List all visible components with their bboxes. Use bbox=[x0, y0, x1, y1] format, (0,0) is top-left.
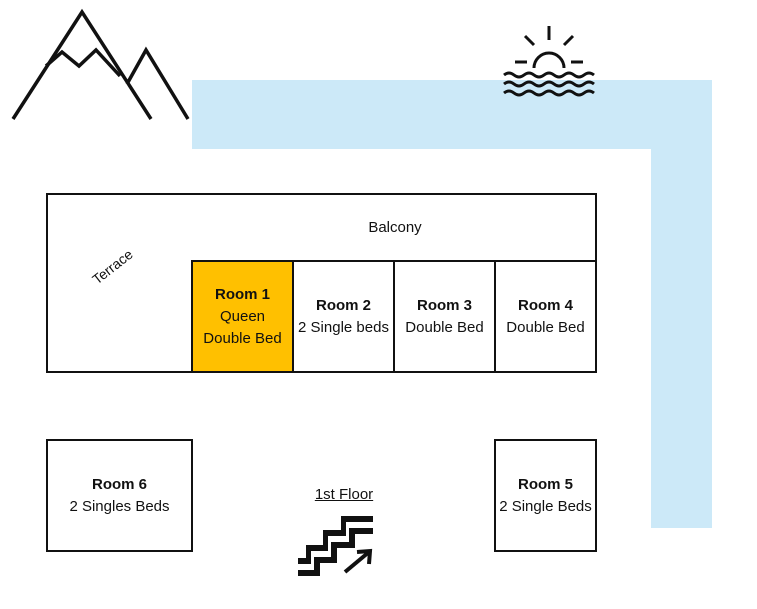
room-3-bed: Double Bed bbox=[405, 318, 484, 336]
room-2-name: Room 2 bbox=[315, 296, 371, 314]
floor-label: 1st Floor bbox=[314, 486, 374, 503]
room-2-bed: 2 Single beds bbox=[298, 318, 389, 336]
mountain-icon bbox=[10, 8, 192, 122]
room-1[interactable]: Room 1 Queen Double Bed bbox=[191, 260, 294, 373]
sun-over-water-icon bbox=[501, 24, 597, 100]
sea-area-top bbox=[192, 80, 712, 149]
room-6[interactable]: Room 6 2 Singles Beds bbox=[46, 439, 193, 552]
room-3-name: Room 3 bbox=[416, 296, 472, 314]
room-1-name: Room 1 bbox=[214, 285, 270, 303]
room-2[interactable]: Room 2 2 Single beds bbox=[292, 260, 395, 373]
room-1-bed-line-2: Double Bed bbox=[203, 329, 282, 347]
room-5-name: Room 5 bbox=[517, 475, 573, 493]
stairs-up-icon[interactable] bbox=[297, 514, 375, 578]
room-5-bed: 2 Single Beds bbox=[499, 497, 592, 515]
room-4-name: Room 4 bbox=[517, 296, 573, 314]
room-6-name: Room 6 bbox=[91, 475, 147, 493]
room-4-bed: Double Bed bbox=[506, 318, 585, 336]
room-1-bed-line-1: Queen bbox=[219, 307, 266, 325]
sea-area-right bbox=[651, 80, 712, 528]
room-3[interactable]: Room 3 Double Bed bbox=[393, 260, 496, 373]
balcony-label: Balcony bbox=[368, 219, 422, 236]
room-5[interactable]: Room 5 2 Single Beds bbox=[494, 439, 597, 552]
room-4[interactable]: Room 4 Double Bed bbox=[494, 260, 597, 373]
room-6-bed: 2 Singles Beds bbox=[69, 497, 170, 515]
